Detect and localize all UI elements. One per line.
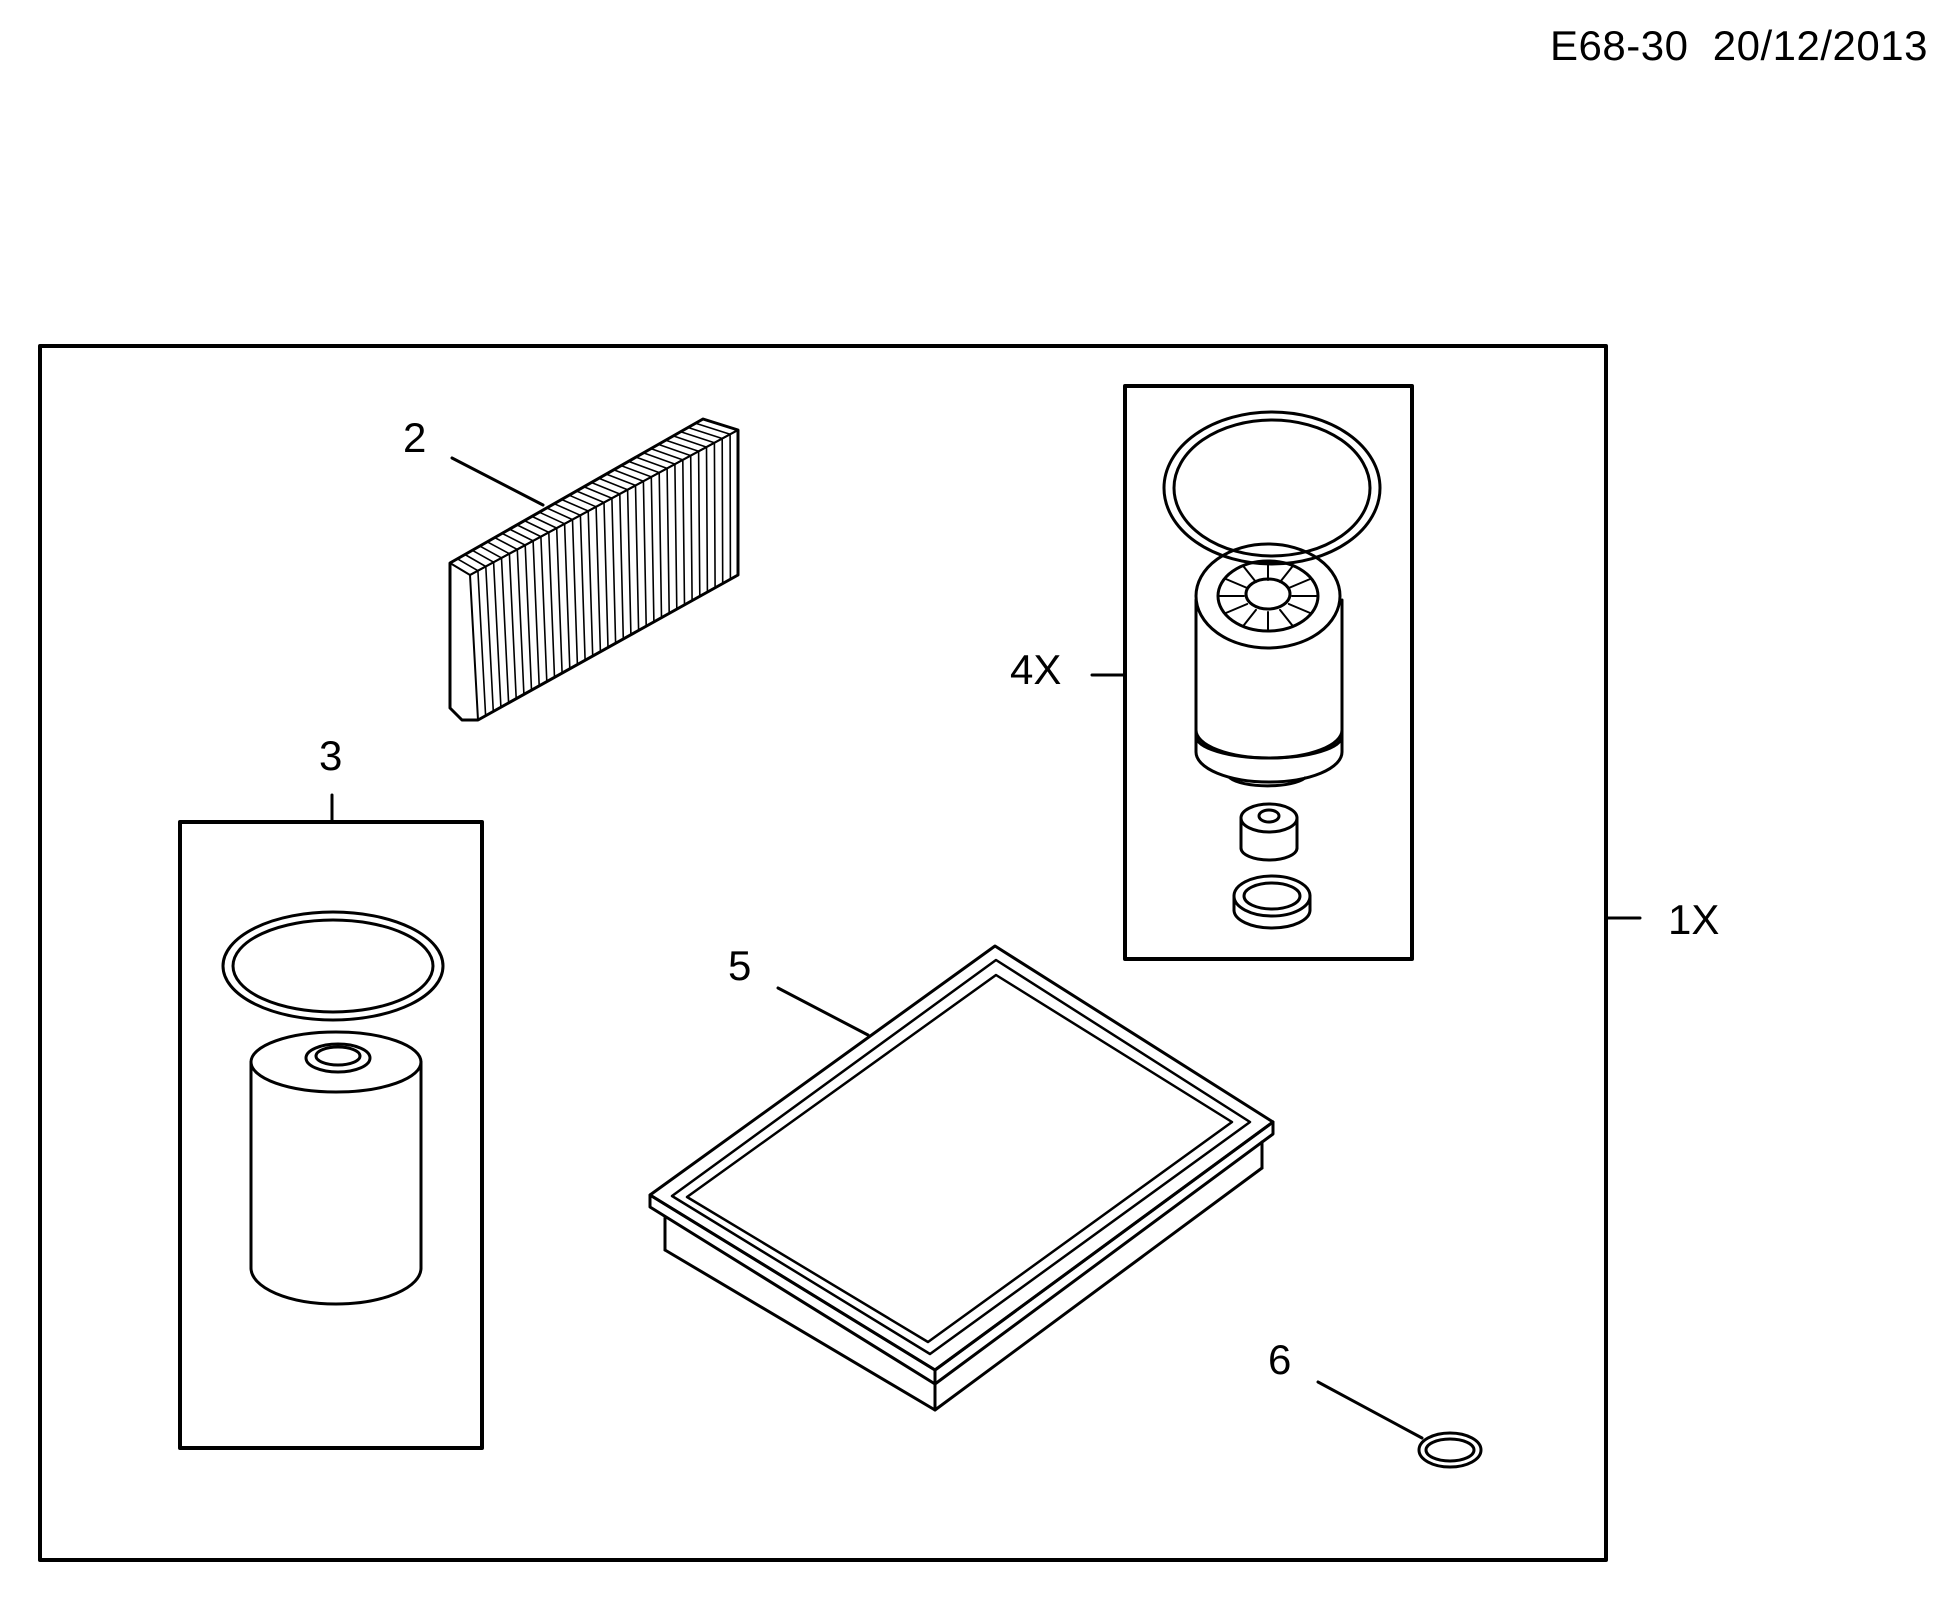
seal-ring: 6 <box>1268 1336 1481 1467</box>
callout-oil-filter-kit: 3 <box>319 732 342 779</box>
oil-filter-o-ring <box>223 912 443 1020</box>
diagram-reference: E68-30 20/12/2013 <box>1550 22 1928 70</box>
kit-frame <box>40 346 1606 1560</box>
oil-filter-box <box>180 822 482 1448</box>
oil-filter-element <box>251 1032 421 1304</box>
callout-cabin-filter: 2 <box>403 414 426 461</box>
fuel-filter-cartridge <box>1196 544 1342 786</box>
oil-filter-kit: 3 <box>180 732 482 1448</box>
cabin-filter-leader <box>452 458 543 505</box>
callout-kit: 1X <box>1668 896 1719 943</box>
air-filter: 5 <box>650 942 1273 1410</box>
fuel-filter-box <box>1125 386 1412 959</box>
fuel-filter-gasket <box>1164 412 1380 564</box>
callout-fuel-filter-kit: 4X <box>1010 646 1061 693</box>
diagram-date: 20/12/2013 <box>1713 22 1928 69</box>
seal-ring-leader <box>1318 1382 1422 1438</box>
cabin-filter: 2 <box>403 414 738 720</box>
air-filter-leader <box>778 988 868 1035</box>
fuel-filter-kit: 4X <box>1010 386 1412 959</box>
diagram-code: E68-30 <box>1550 22 1688 69</box>
callout-seal-ring: 6 <box>1268 1336 1291 1383</box>
callout-air-filter: 5 <box>728 942 751 989</box>
fuel-filter-seal <box>1234 876 1310 928</box>
fuel-filter-cap <box>1241 804 1297 860</box>
